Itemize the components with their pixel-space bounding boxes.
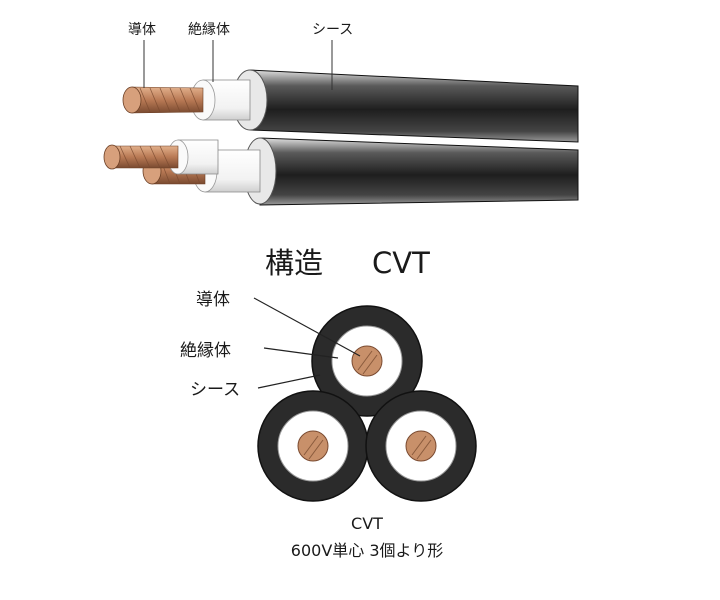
top-leader-lines	[143, 40, 333, 90]
lower-left-cable-conductor-end	[103, 144, 121, 170]
upper-cable-conductor	[131, 86, 204, 114]
upper-cable	[122, 69, 579, 143]
cross-insulation-label: 絶縁体	[180, 341, 231, 361]
upper-cable-strand-lines	[139, 87, 201, 113]
title-type: CVT	[372, 246, 430, 280]
cross-sheath-label: シース	[190, 380, 240, 400]
caption-line2: 600V単心 3個より形	[291, 541, 443, 560]
top-sheath-label: シース	[312, 22, 353, 38]
core-top-conductor	[351, 345, 383, 377]
core-left-conductor	[297, 430, 329, 462]
top-conductor-label: 導体	[128, 22, 156, 38]
core-bottom-right	[365, 390, 477, 502]
cross-section-view: 導体 絶縁体 シース	[180, 290, 477, 502]
cross-sheath-leader	[257, 374, 321, 389]
cross-conductor-label: 導体	[196, 290, 230, 310]
core-right-strand-lines	[411, 435, 432, 460]
core-left-strand-lines	[303, 435, 324, 460]
structure-title: 構造 CVT	[265, 246, 430, 280]
core-bottom-left	[257, 390, 369, 502]
cross-conductor-leader	[253, 297, 361, 357]
caption-line1: CVT	[351, 514, 383, 533]
caption: CVT 600V単心 3個より形	[291, 514, 443, 560]
lower-right-cable-sheath	[259, 137, 579, 206]
core-right-conductor	[405, 430, 437, 462]
cable-3d-view: 導体 絶縁体 シース	[103, 22, 579, 206]
upper-cable-sheath	[249, 69, 579, 143]
cross-leader-lines	[253, 297, 361, 389]
core-top-strand-lines	[357, 350, 378, 375]
cross-insulation-leader	[263, 347, 339, 359]
core-top	[311, 305, 423, 417]
lower-left-cable	[103, 139, 219, 175]
lower-left-cable-strand-lines	[119, 145, 171, 169]
upper-cable-conductor-end	[122, 86, 142, 114]
top-insulation-label: 絶縁体	[188, 22, 230, 38]
title-main: 構造	[265, 246, 323, 280]
